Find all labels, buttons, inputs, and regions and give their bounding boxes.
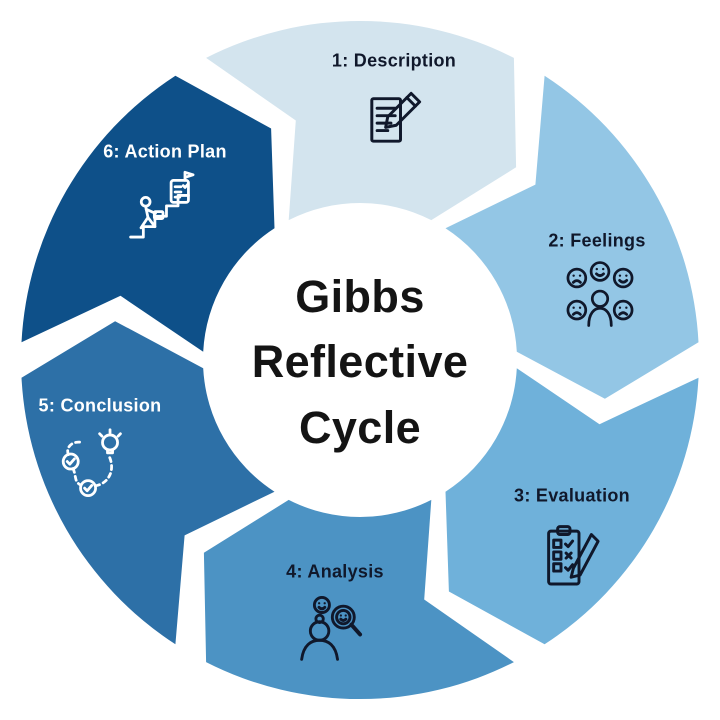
person-stairs-icon xyxy=(126,170,200,244)
document-pencil-icon xyxy=(358,87,426,155)
segment-label-action-plan: 6: Action Plan xyxy=(103,141,227,162)
segment-label-description: 1: Description xyxy=(331,50,457,71)
segment-label-conclusion: 5: Conclusion xyxy=(38,395,162,416)
person-magnifier-icon xyxy=(293,594,367,668)
segment-feelings-wedge xyxy=(445,75,699,399)
title-line-2: Reflective xyxy=(251,336,469,388)
segment-evaluation-wedge xyxy=(445,368,699,645)
segment-analysis-wedge xyxy=(203,499,514,700)
segment-description-wedge xyxy=(206,20,517,221)
segment-label-feelings: 2: Feelings xyxy=(548,230,646,251)
segment-label-evaluation: 3: Evaluation xyxy=(514,485,630,506)
title-line-1: Gibbs xyxy=(295,271,425,323)
path-lightbulb-icon xyxy=(58,428,132,502)
checklist-pencil-icon xyxy=(534,521,606,593)
title-line-3: Cycle xyxy=(298,401,422,453)
diagram-title: Gibbs Reflective Cycle xyxy=(252,264,469,460)
segment-label-analysis: 4: Analysis xyxy=(286,561,384,582)
segment-conclusion-wedge xyxy=(21,321,275,645)
feelings-faces-icon xyxy=(562,259,638,335)
